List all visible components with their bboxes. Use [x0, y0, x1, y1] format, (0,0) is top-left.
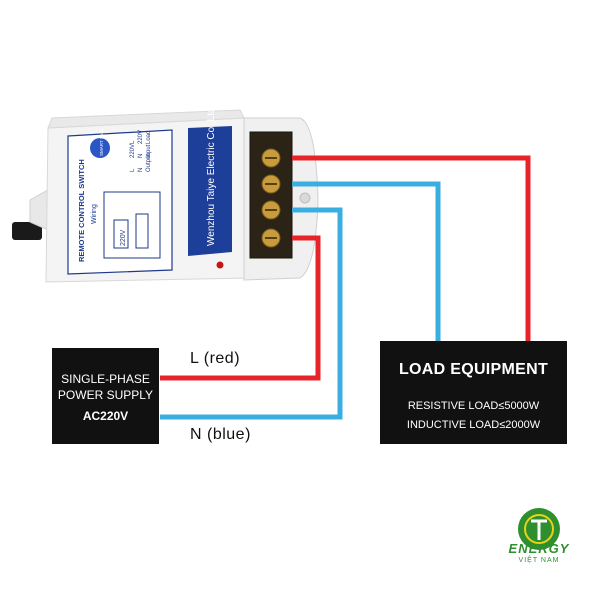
resistive-load-rating: RESISTIVE LOAD≤5000W [407, 400, 540, 412]
remote-switch-device: Wenzhou Taiye Electric Co.,Ltd. REMOTE C… [45, 105, 251, 283]
neutral-wire-label: N (blue) [190, 426, 251, 443]
live-output-wire [292, 155, 531, 342]
neutral-input-wire [160, 207, 343, 420]
neutral-output-wire [292, 181, 441, 342]
terminal-screws [261, 148, 281, 248]
logo-name: ENERGY [508, 541, 570, 556]
logo-subtitle: VIỆT NAM [518, 557, 560, 564]
brand-text: Wenzhou Taiye Electric Co.,Ltd. [206, 105, 217, 246]
mini-wiring-diagram [103, 191, 161, 259]
mount-hole [299, 192, 311, 204]
status-led [216, 261, 224, 269]
energy-logo [518, 508, 560, 550]
logo-symbol [531, 519, 547, 540]
terminal-note: N [138, 154, 144, 158]
smart-badge [90, 138, 110, 158]
terminal-note: L [130, 140, 136, 144]
antenna [12, 222, 42, 240]
supply-line1: SINGLE-PHASE [61, 372, 150, 386]
device-title: REMOTE CONTROL SWITCH [77, 159, 86, 262]
brand-strip [188, 126, 232, 256]
voltage-label: 220V [120, 229, 127, 246]
device-label-sticker [67, 129, 173, 275]
terminal-note: L [130, 168, 136, 172]
wiring-label: Wiring [91, 204, 98, 224]
terminal-note: 220V [130, 144, 136, 158]
badge-text: SMART Study [99, 127, 104, 156]
supply-line2: POWER SUPPLY [57, 388, 154, 402]
wires [160, 155, 531, 420]
terminal-note: 220V [138, 130, 144, 144]
terminal-note: Input [146, 144, 152, 158]
load-title: LOAD EQUIPMENT [398, 361, 549, 378]
supply-voltage: AC220V [82, 409, 129, 423]
terminal-note: Load [146, 131, 152, 144]
terminal-note: N [138, 168, 144, 172]
inductive-load-rating: INDUCTIVE LOAD≤2000W [406, 419, 541, 431]
terminal-block [243, 117, 319, 281]
power-supply-box: SINGLE-PHASE POWER SUPPLY AC220V [52, 348, 159, 444]
terminal-note: Output [146, 154, 152, 172]
live-input-wire [160, 235, 321, 381]
live-wire-label: L (red) [190, 350, 241, 367]
load-equipment-box: LOAD EQUIPMENT RESISTIVE LOAD≤5000W INDU… [380, 341, 567, 444]
